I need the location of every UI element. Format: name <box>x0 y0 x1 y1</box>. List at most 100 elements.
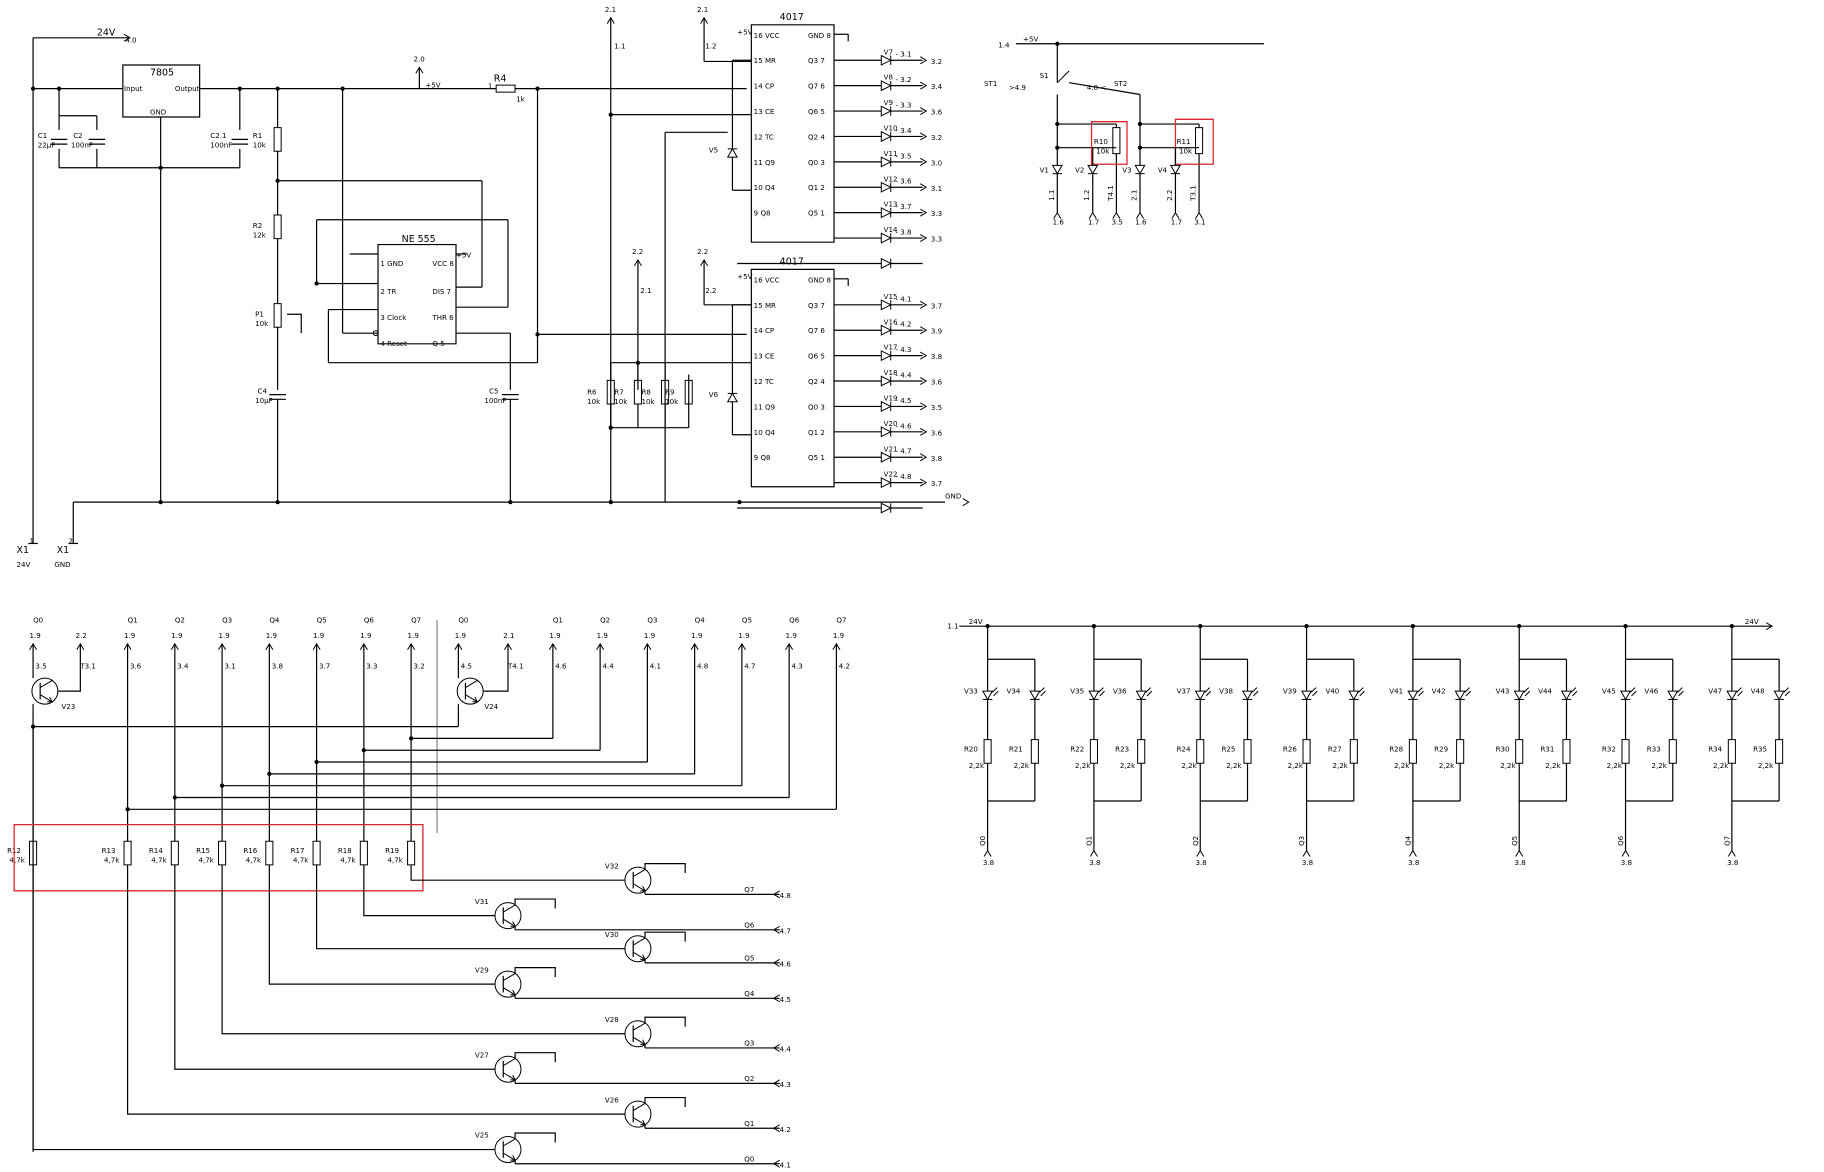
net-arrow <box>774 1160 780 1167</box>
out-net: 4.2 <box>780 1125 791 1134</box>
r-value: 4,7k <box>9 855 25 864</box>
br-net: 3.8 <box>1621 858 1633 867</box>
led-v36 <box>1136 691 1145 699</box>
net-arrow <box>920 352 926 359</box>
col-net: 4.5 <box>461 662 472 671</box>
led-ray <box>1737 688 1742 693</box>
led-v43 <box>1514 691 1523 699</box>
net-arrow <box>920 82 926 89</box>
x1-gnd: GND <box>54 560 71 569</box>
ic2-led-out-net: 3.9 <box>931 327 942 336</box>
label-4-0: 4.0 <box>125 36 137 45</box>
transistor-emitter <box>633 884 645 891</box>
r8-name: R8 <box>641 388 651 397</box>
c21-value: 100nF <box>210 141 232 150</box>
ic1-pin-left: 14 CP <box>754 82 775 91</box>
ic1-led-out-net: 3.2 <box>931 133 942 142</box>
out-transistor-name: V25 <box>475 1131 489 1140</box>
ic2-diode-name: V6 <box>709 390 719 399</box>
ic1-led-name: V7 <box>884 47 893 56</box>
collector-wire <box>515 899 555 908</box>
net-arrow <box>1303 851 1310 857</box>
net-arrow <box>416 67 423 73</box>
out-q-label: Q2 <box>744 1074 754 1083</box>
col-top-net: 1.9 <box>30 631 41 640</box>
diode-V3-name: V3 <box>1122 165 1131 174</box>
highlight-resistor-array <box>14 825 423 891</box>
net-arrow <box>920 235 926 242</box>
ic2-led-name: V18 <box>884 368 898 377</box>
led-v42 <box>1455 691 1464 699</box>
tr-net-arrow <box>1136 213 1143 219</box>
ic1-led-out-net: 3.3 <box>931 209 942 218</box>
r8-value: 10k <box>641 397 655 406</box>
br-res-name: R24 <box>1177 744 1191 753</box>
v24-base <box>483 644 508 691</box>
transistor-collector <box>503 1059 515 1066</box>
collector-wire <box>645 932 685 941</box>
ic2-pin-right: Q6 5 <box>808 352 825 361</box>
led-ray <box>1206 691 1211 696</box>
ic1-led <box>881 81 890 90</box>
br-res-name: R23 <box>1115 744 1129 753</box>
led-v34 <box>1030 691 1039 699</box>
transistor-v30 <box>625 936 651 962</box>
tr-net-arrow <box>1089 213 1096 219</box>
gnd-label: GND <box>945 492 962 501</box>
col-top-net: 1.9 <box>691 631 702 640</box>
switch-s1 <box>1057 71 1069 83</box>
reset-bubble <box>373 331 378 336</box>
net-arrow <box>124 34 130 41</box>
br-res-value: 2,2k <box>1226 761 1242 770</box>
ic2-led-name: V20 <box>884 419 898 428</box>
transistor-collector <box>633 938 645 945</box>
col-net: 3.7 <box>319 662 330 671</box>
net-arrow <box>774 891 780 898</box>
br-res-name: R30 <box>1496 744 1510 753</box>
br-res-name: R35 <box>1753 744 1767 753</box>
net-arrow <box>920 133 926 140</box>
resistor-r22 <box>1090 740 1097 764</box>
col-net: 3.4 <box>177 662 189 671</box>
led-ray <box>992 688 997 693</box>
out-q-label: Q0 <box>744 1154 755 1163</box>
resistor-r1 <box>274 128 281 152</box>
r-value: 4,7k <box>246 855 262 864</box>
ic1-led-out-net: 3.4 <box>931 82 943 91</box>
led-v40 <box>1349 691 1358 699</box>
r6-name: R6 <box>587 388 597 397</box>
diode-V4 <box>1171 165 1180 173</box>
tr-net-arrow <box>1172 213 1179 219</box>
transistor-arrow <box>47 697 52 702</box>
r-value: 4,7k <box>387 855 403 864</box>
resistor-r14 <box>171 841 178 865</box>
col-q-label: Q0 <box>33 616 44 625</box>
junction-dot <box>172 795 177 800</box>
net-arrow <box>920 403 926 410</box>
base-feed <box>128 865 625 1114</box>
ic1-pin-left: 10 Q4 <box>754 183 776 192</box>
ic1-pin-left: 15 MR <box>754 56 776 65</box>
resistor-r10 <box>1113 128 1120 154</box>
ic2-led-net: - 4.8 <box>895 472 912 481</box>
net-arrow <box>607 18 614 24</box>
br-res-name: R34 <box>1708 744 1722 753</box>
ic1-pin-right: Q1 2 <box>808 183 825 192</box>
r-value: 4,7k <box>151 855 167 864</box>
transistor-v29 <box>495 971 521 997</box>
junction-dot <box>125 807 130 812</box>
br-led-name: V46 <box>1644 687 1658 696</box>
br-led-name: V34 <box>1007 687 1021 696</box>
led-v47 <box>1727 691 1736 699</box>
transistor-collector <box>633 1103 645 1110</box>
r1-value: 10k <box>253 141 267 150</box>
r-name: R19 <box>385 846 399 855</box>
led-ray <box>1630 688 1635 693</box>
led-v46 <box>1668 691 1677 699</box>
transistor-emitter <box>633 952 645 959</box>
collector-wire <box>515 968 555 977</box>
x1-pin-2: 2 <box>69 536 74 545</box>
net-1-4: 1.4 <box>998 40 1010 49</box>
transistor-emitter <box>633 1118 645 1125</box>
extra-left-net: T3.1 <box>79 662 96 671</box>
